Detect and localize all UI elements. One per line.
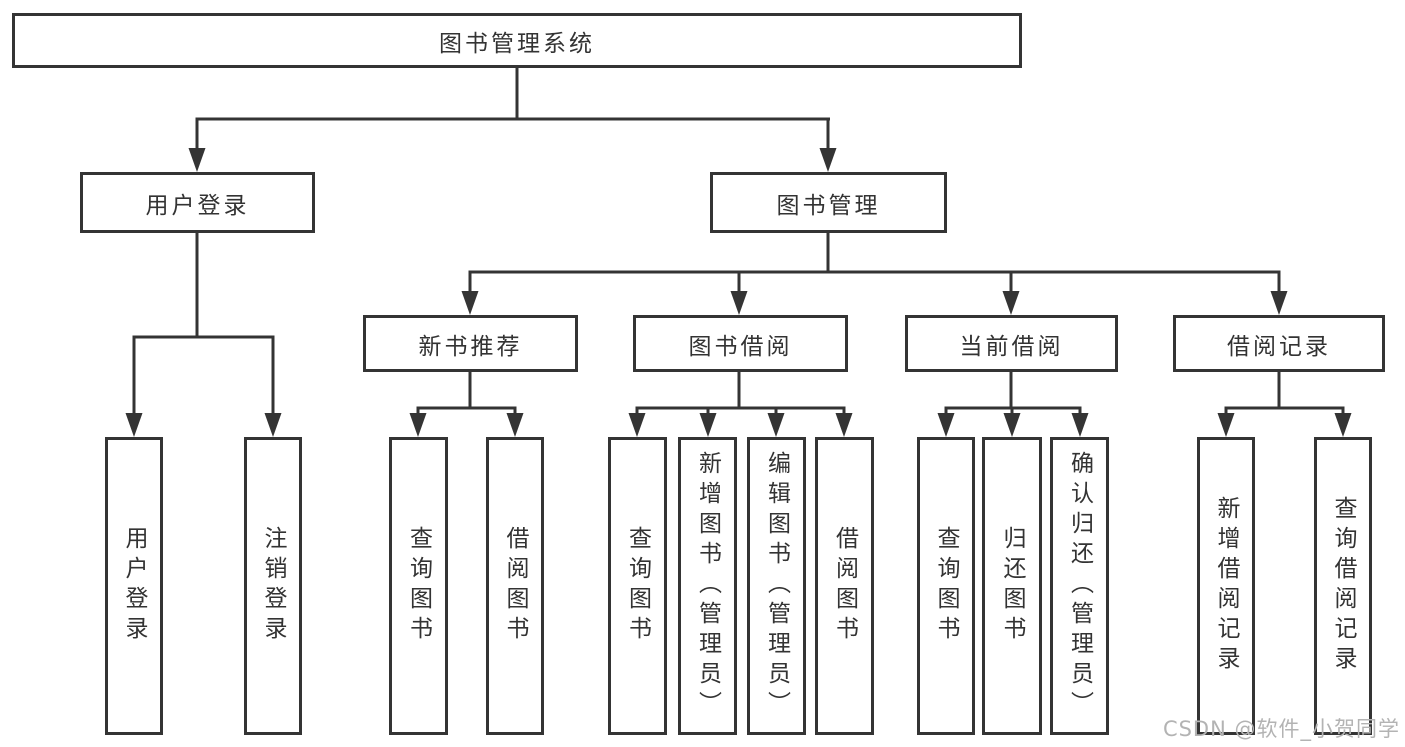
node-current-borrow: 当前借阅 xyxy=(905,315,1118,372)
node-leaf-confirm-return-admin: 确认归还（管理员） xyxy=(1050,437,1109,735)
node-leaf-logout: 注销登录 xyxy=(244,437,302,735)
node-leaf-query-book-2: 查询图书 xyxy=(608,437,667,735)
node-root: 图书管理系统 xyxy=(12,13,1022,68)
node-user-login: 用户登录 xyxy=(80,172,315,233)
node-leaf-add-book-admin: 新增图书（管理员） xyxy=(678,437,737,735)
node-leaf-query-book-3: 查询图书 xyxy=(917,437,975,735)
node-leaf-borrow-book-1: 借阅图书 xyxy=(486,437,544,735)
node-leaf-query-book-1: 查询图书 xyxy=(389,437,448,735)
node-leaf-borrow-book-2: 借阅图书 xyxy=(815,437,874,735)
node-leaf-edit-book-admin: 编辑图书（管理员） xyxy=(747,437,806,735)
node-leaf-user-login: 用户登录 xyxy=(105,437,163,735)
node-new-book-recommend: 新书推荐 xyxy=(363,315,578,372)
csdn-watermark: CSDN @软件_小贺同学 xyxy=(1162,717,1400,741)
node-book-management: 图书管理 xyxy=(710,172,947,233)
arrowhead-icons xyxy=(125,148,1352,437)
node-leaf-query-borrow-record: 查询借阅记录 xyxy=(1314,437,1372,735)
node-borrow-record: 借阅记录 xyxy=(1173,315,1385,372)
node-leaf-add-borrow-record: 新增借阅记录 xyxy=(1197,437,1255,735)
node-leaf-return-book: 归还图书 xyxy=(982,437,1042,735)
connector-stems xyxy=(132,66,1345,419)
node-book-borrow: 图书借阅 xyxy=(633,315,848,372)
